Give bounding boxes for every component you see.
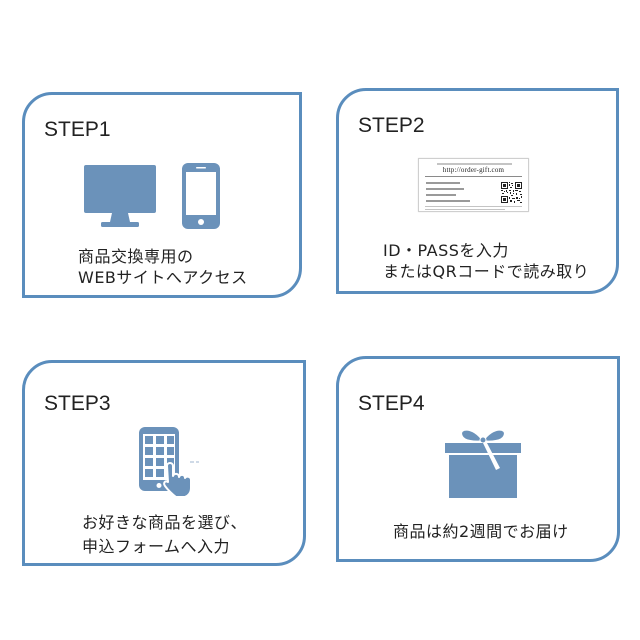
step-description: 商品は約2週間でお届け — [393, 521, 569, 542]
card-text-line — [426, 194, 456, 196]
bow-right-loop — [481, 429, 506, 443]
step-card-4: STEP4 商品は約2週間でお届け — [336, 356, 620, 562]
bow-knot — [479, 436, 487, 444]
step-label: STEP1 — [44, 118, 111, 141]
gift-box-icon — [445, 429, 521, 498]
card-fine-print — [425, 209, 505, 210]
card-text-line — [426, 200, 470, 202]
smartphone-icon — [182, 163, 220, 229]
qr-code-icon — [501, 182, 522, 203]
card-url: http://order-gift.com — [442, 166, 505, 174]
step-label: STEP4 — [358, 392, 425, 415]
bow-left-loop — [460, 429, 485, 443]
step-description-line: お好きな商品を選び、 — [82, 513, 248, 532]
step-description-line: WEBサイトへアクセス — [78, 268, 248, 287]
step-label: STEP2 — [358, 114, 425, 137]
step-description: ID・PASSを入力 またはQRコードで読み取り — [383, 240, 589, 282]
tablet-tap-icon — [139, 427, 199, 498]
step-description-line: 商品交換専用の — [78, 247, 194, 266]
monitor-neck — [110, 213, 130, 222]
monitor-base — [101, 222, 139, 227]
step-card-3: STEP3 お好きな商品を選び、 申込フォームへ入力 — [22, 360, 306, 566]
step-description: 商品交換専用の WEBサイトへアクセス — [78, 246, 248, 288]
monitor-screen — [84, 165, 156, 213]
step-description: お好きな商品を選び、 申込フォームへ入力 — [82, 511, 247, 559]
gift-lid — [445, 443, 521, 453]
step-card-2: STEP2 http://order-gift.com ID・PASSを入力 ま… — [336, 88, 619, 294]
step-label: STEP3 — [44, 392, 111, 415]
step-description-line: 商品は約2週間でお届け — [393, 522, 569, 541]
ribbon-tail — [483, 443, 500, 470]
qr-modules — [501, 182, 522, 203]
tablet-home-button — [156, 483, 162, 488]
phone-screen — [186, 172, 216, 215]
card-text-line — [426, 182, 460, 184]
pointing-hand — [163, 462, 192, 498]
gift-body — [449, 455, 517, 498]
step-description-line: 申込フォームへ入力 — [82, 537, 231, 556]
gift-card-image: http://order-gift.com — [418, 158, 529, 212]
monitor-icon — [84, 165, 156, 227]
card-text-line — [426, 188, 464, 190]
card-fine-print — [425, 206, 522, 207]
card-fine-print — [437, 163, 512, 165]
step-card-1: STEP1 商品交換専用の WEBサイトへアクセス — [22, 92, 302, 298]
phone-speaker — [196, 167, 206, 169]
phone-home-button — [198, 219, 204, 225]
step-description-line: ID・PASSを入力 — [383, 241, 509, 260]
card-divider — [425, 176, 522, 177]
step-description-line: またはQRコードで読み取り — [383, 262, 590, 281]
